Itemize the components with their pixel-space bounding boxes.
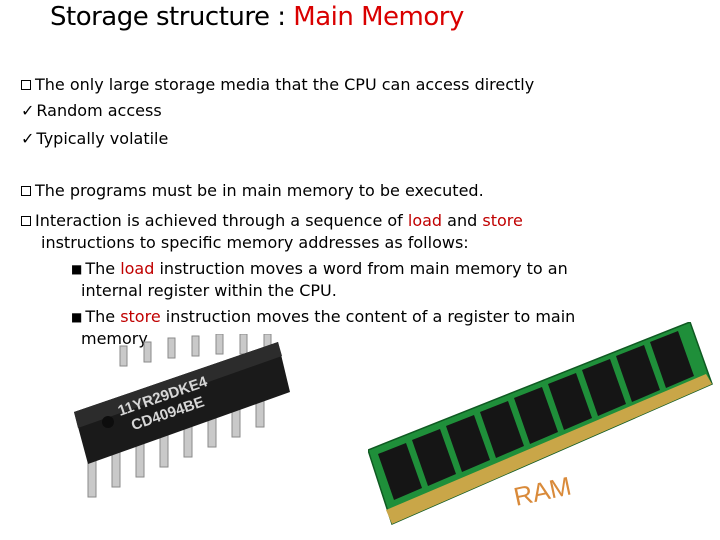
bullet-1b-text: Typically volatile [36,129,169,148]
bullet-2: The programs must be in main memory to b… [21,180,484,202]
square-bullet-icon [21,186,31,196]
sub-bullet-square-icon: ■ [71,310,83,324]
sub-bullet-load-pre: The [85,259,121,278]
title-accent: Main Memory [293,2,464,32]
chip-notch [102,416,114,428]
keyword-load: load [407,211,443,230]
bullet-3-and: and [442,211,483,230]
ram-memory-chips [378,331,694,500]
bullet-1: The only large storage media that the CP… [21,74,534,96]
sub-bullet-load: ■The load instruction moves a word from … [71,258,568,280]
sub-bullet-load-cont: internal register within the CPU. [81,281,337,300]
ic-chip-image: 11YR29DKE4 CD4094BE [74,334,290,498]
sub-bullet-square-icon: ■ [71,262,83,276]
keyword-store: store [482,211,523,230]
sub-bullet-store: ■The store instruction moves the content… [71,306,575,328]
bullet-1b: ✓Typically volatile [21,128,168,150]
bullet-1a-text: Random access [36,101,162,120]
sub-bullet-store-cont: memory. [81,329,151,348]
sub-bullet-store-post: instruction moves the content of a regis… [160,307,576,326]
bullet-1-text: The only large storage media that the CP… [35,75,535,94]
bullet-3: Interaction is achieved through a sequen… [21,210,523,232]
sub-bullet-store-pre: The [85,307,121,326]
square-bullet-icon [21,216,31,226]
checkmark-icon: ✓ [21,129,35,148]
checkmark-icon: ✓ [21,101,35,120]
ram-label: RAM [511,471,574,512]
keyword-store: store [120,307,161,326]
chip-body [74,342,290,464]
bullet-3-text: Interaction is achieved through a sequen… [35,211,408,230]
keyword-load: load [120,259,155,278]
bullet-1a: ✓Random access [21,100,162,122]
slide-title: Storage structure : Main Memory [50,2,464,32]
square-bullet-icon [21,80,31,90]
bullet-2-text: The programs must be in main memory to b… [35,181,484,200]
sub-bullet-load-post: instruction moves a word from main memor… [154,259,568,278]
ram-module-image: RAM [368,322,713,526]
title-main: Storage structure : [50,2,294,32]
bullet-3-cont: instructions to specific memory addresse… [41,233,469,252]
